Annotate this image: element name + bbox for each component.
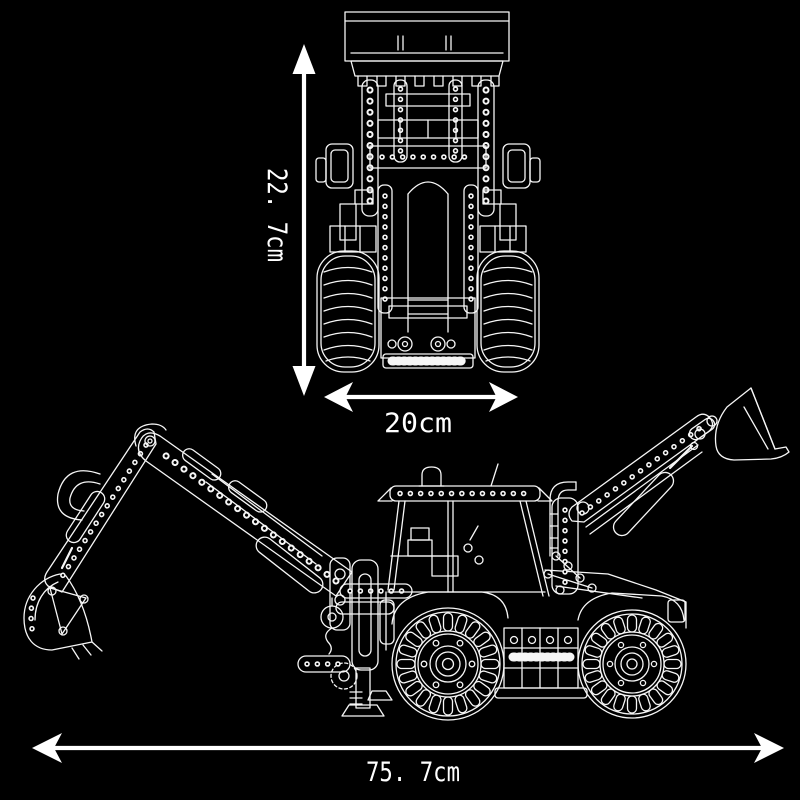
front-view-side-mirrors [315,143,541,189]
arrow-right-icon [754,733,784,763]
front-view-drawing [315,11,541,373]
rear-chassis [297,591,395,673]
side-view-drawing [23,387,790,721]
arrow-up-icon [292,44,316,74]
height-dimension: 22. 7cm [261,44,316,396]
arrow-left-icon [324,382,353,412]
length-dimension-label: 75. 7cm [366,757,460,788]
backhoe-bucket-linkage [47,586,89,636]
front-loader-bucket [714,387,790,461]
center-gearbox [494,627,588,699]
front-wheel [577,609,687,719]
height-dimension-label: 22. 7cm [261,168,292,262]
backhoe-bucket [23,573,103,660]
beacon-light [418,466,445,487]
front-view-chassis [380,297,476,369]
backhoe-boom [134,423,353,597]
rear-wheel [391,607,505,721]
front-view-mast [361,79,495,217]
front-view-body [329,181,527,333]
hydraulic-hose [56,470,101,521]
engine-hood [544,569,687,629]
front-view-right-tire [476,250,540,373]
antenna [490,463,499,487]
exhaust-pipe [549,481,577,557]
length-dimension: 75. 7cm [32,733,784,788]
front-fender [577,592,685,621]
cab [377,463,553,597]
stabilizer-leg [330,559,393,717]
width-dimension-label: 20cm [384,408,452,439]
arrow-right-icon [489,382,518,412]
front-view-left-tire [316,250,380,373]
front-view-bucket [344,11,510,87]
arrow-left-icon [32,733,62,763]
width-dimension: 20cm [324,382,518,439]
loader-arm [568,413,718,537]
linkage-cluster [543,551,597,595]
backhoe-dipper-arm [44,428,157,593]
hook-pulley [320,597,344,655]
arrow-down-icon [292,366,316,396]
